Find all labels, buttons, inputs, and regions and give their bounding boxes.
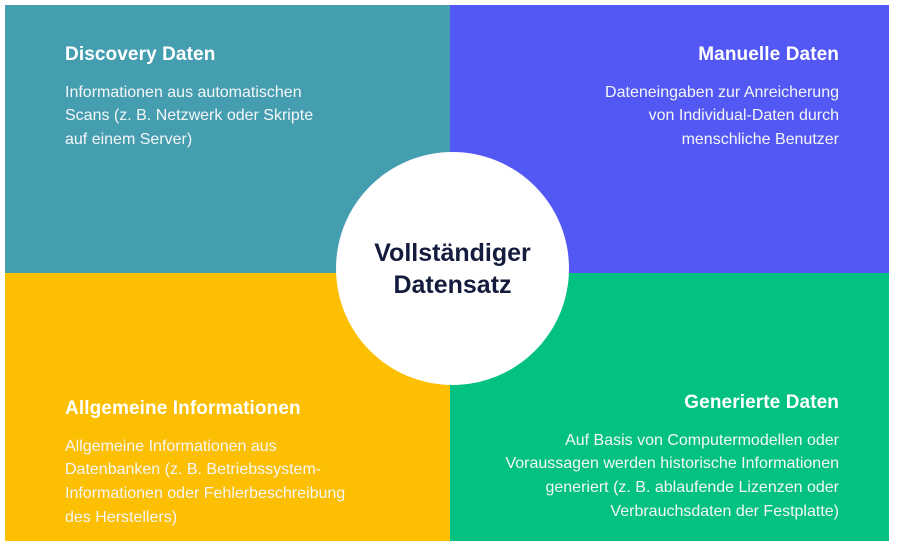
quadrant-allgemeine-informationen-content: Allgemeine Informationen Allgemeine Info… xyxy=(65,397,420,529)
quadrant-generierte-daten: Generierte Daten Auf Basis von Computerm… xyxy=(450,273,889,541)
center-hub-circle: Vollständiger Datensatz xyxy=(336,152,569,385)
center-hub-label: Vollständiger Datensatz xyxy=(374,238,531,299)
quadrant-discovery-daten-title: Discovery Daten xyxy=(65,44,216,65)
quadrant-generierte-daten-content: Generierte Daten Auf Basis von Computerm… xyxy=(470,391,839,523)
quadrant-manuelle-daten-body: Dateneingaben zur Anreicherung von Indiv… xyxy=(605,83,839,149)
quadrant-manuelle-daten-content: Manuelle Daten Dateneingaben zur Anreich… xyxy=(480,43,839,152)
quadrant-manuelle-daten-title: Manuelle Daten xyxy=(698,44,839,65)
quadrant-discovery-daten-body: Informationen aus automatischen Scans (z… xyxy=(65,83,314,149)
quadrant-discovery-daten: Discovery Daten Informationen aus automa… xyxy=(5,5,450,273)
quadrant-generierte-daten-body: Auf Basis von Computermodellen oder Vora… xyxy=(505,431,839,520)
quadrant-discovery-daten-content: Discovery Daten Informationen aus automa… xyxy=(65,43,420,152)
quadrant-allgemeine-informationen-body: Allgemeine Informationen aus Datenbanken… xyxy=(65,437,346,526)
quadrant-allgemeine-informationen-title: Allgemeine Informationen xyxy=(65,398,301,419)
quadrant-generierte-daten-title: Generierte Daten xyxy=(684,392,839,413)
